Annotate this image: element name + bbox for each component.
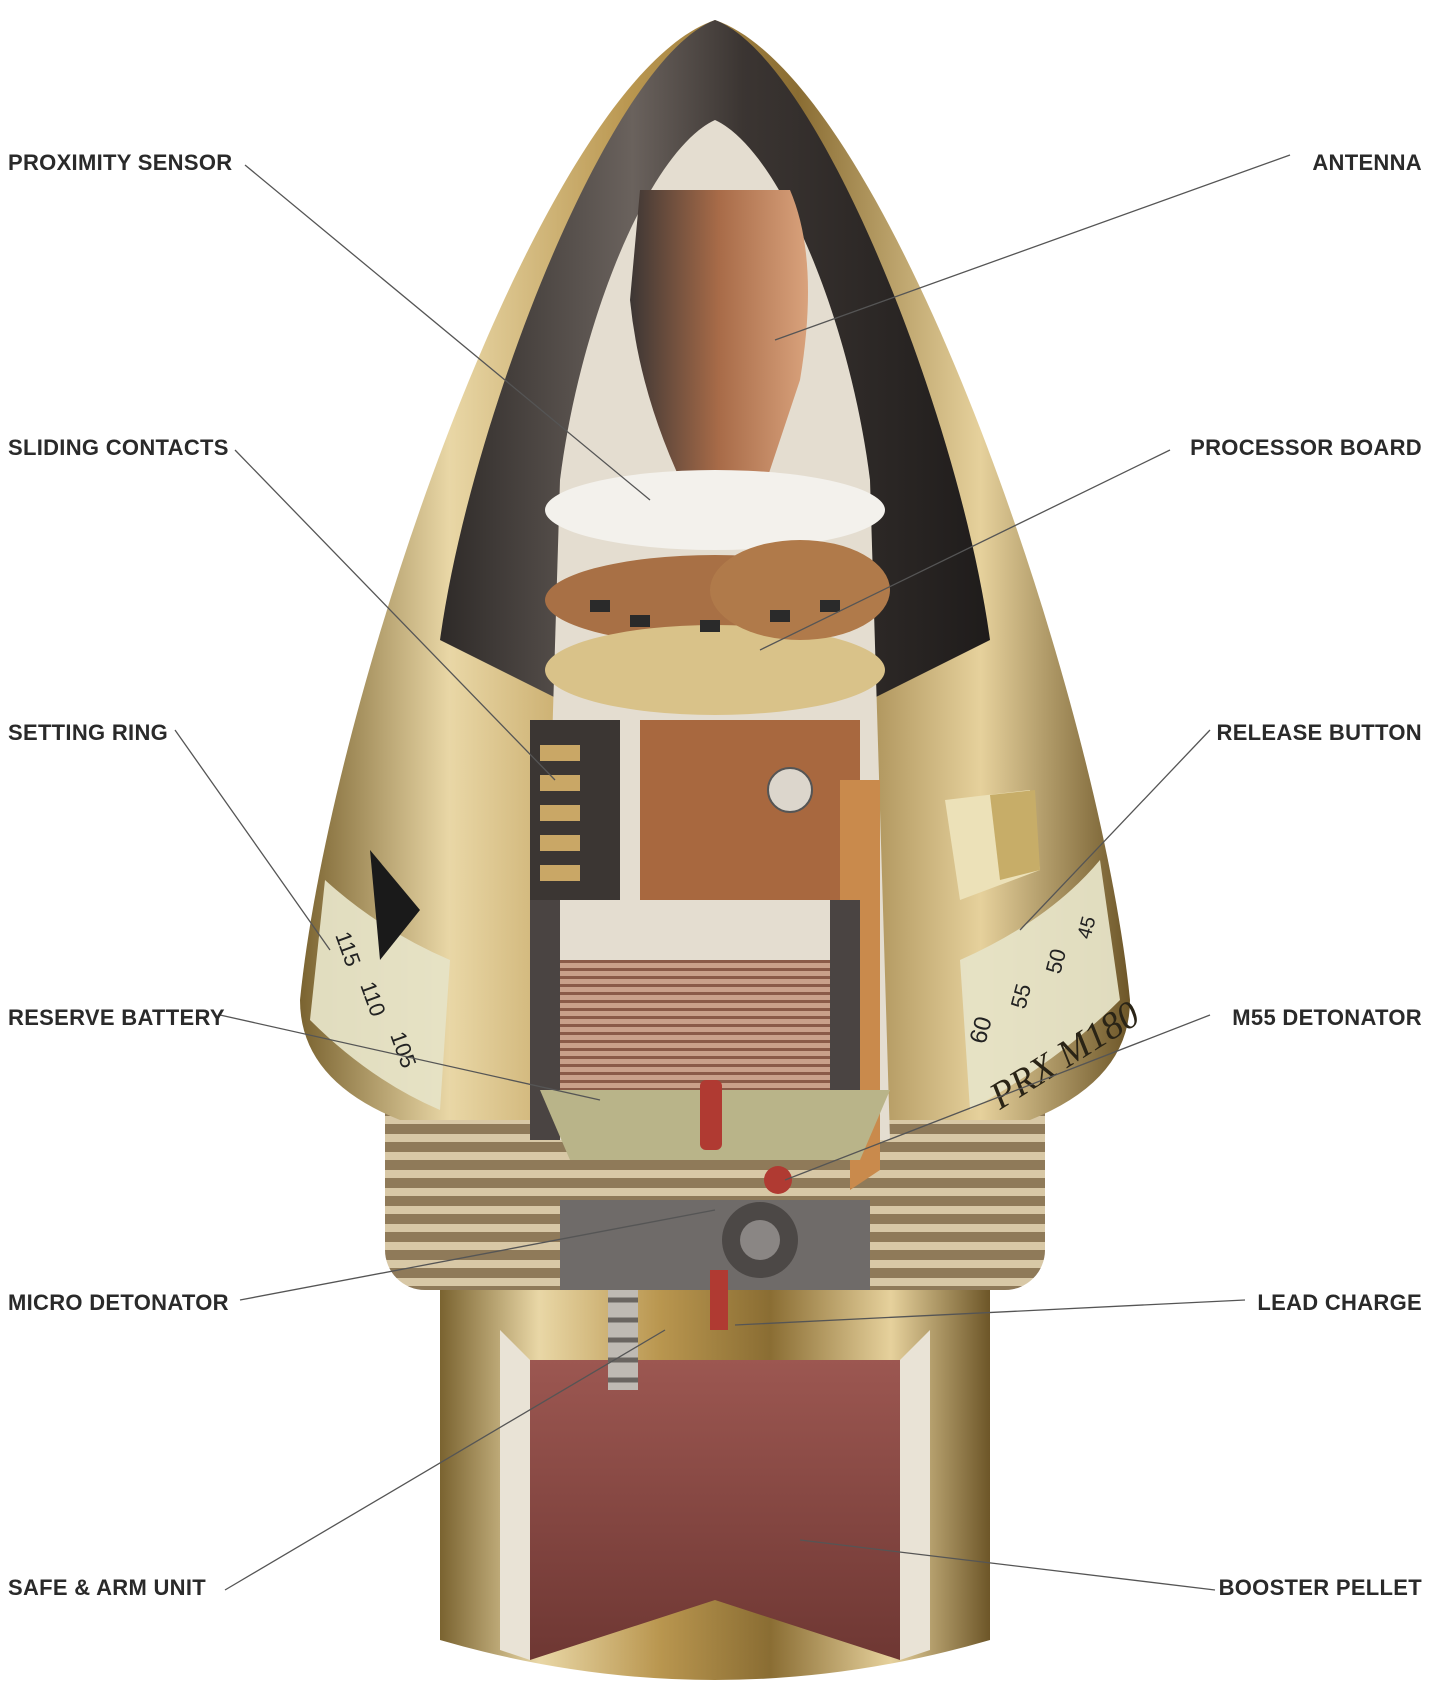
label-safe-arm-unit: SAFE & ARM UNIT: [8, 1575, 206, 1601]
label-sliding-contacts: SLIDING CONTACTS: [8, 435, 229, 461]
label-lead-charge: LEAD CHARGE: [1257, 1290, 1422, 1316]
label-proximity-sensor: PROXIMITY SENSOR: [8, 150, 232, 176]
reserve-battery-shape: [560, 960, 830, 1090]
sensor-plate: [545, 470, 885, 550]
micro-detonator-shape: [700, 1080, 722, 1150]
label-m55-detonator: M55 DETONATOR: [1232, 1005, 1422, 1031]
label-reserve-battery: RESERVE BATTERY: [8, 1005, 225, 1031]
lead-charge-shape: [710, 1270, 728, 1330]
label-antenna: ANTENNA: [1312, 150, 1422, 176]
label-micro-detonator: MICRO DETONATOR: [8, 1290, 229, 1316]
label-booster-pellet: BOOSTER PELLET: [1219, 1575, 1422, 1601]
m55-detonator-shape: [764, 1166, 792, 1194]
label-processor-board: PROCESSOR BOARD: [1190, 435, 1422, 461]
leader-setting-ring: [175, 730, 330, 950]
label-release-button: RELEASE BUTTON: [1217, 720, 1422, 746]
label-setting-ring: SETTING RING: [8, 720, 168, 746]
